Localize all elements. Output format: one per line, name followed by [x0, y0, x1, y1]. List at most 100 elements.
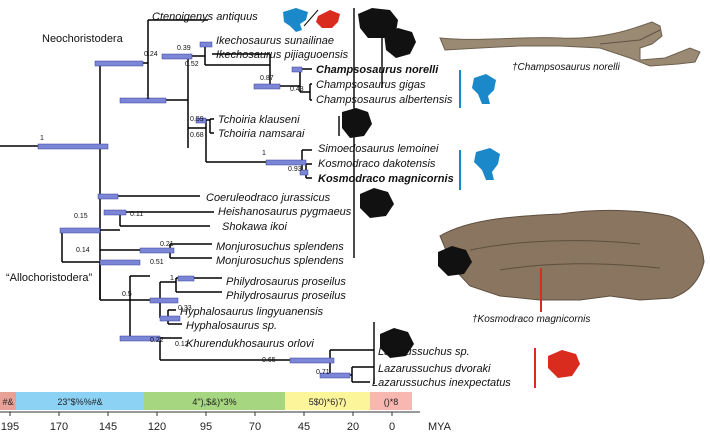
support-value: 0.24 — [144, 51, 158, 58]
asia-map-icon — [438, 246, 472, 276]
period-label: 5$0)*6)7) — [309, 397, 347, 407]
support-value: 0.21 — [160, 241, 174, 248]
hpd-bar — [291, 66, 303, 73]
clade-label-neochoristodera: Neochoristodera — [42, 33, 124, 45]
hpd-bar — [94, 60, 144, 67]
clade-label-allochoristodera: “Allochoristodera” — [6, 272, 93, 284]
period-label: #& — [2, 397, 13, 407]
hpd-bar — [103, 209, 127, 216]
support-value: 0.59 — [190, 116, 204, 123]
support-value: 0.33 — [178, 305, 192, 312]
hpd-bar — [139, 247, 175, 254]
hpd-bar — [159, 315, 181, 322]
taxon-label: Monjurosuchus splendens — [216, 241, 344, 253]
taxon-label: Lazarussuchus dvoraki — [378, 363, 491, 375]
period-label: 23"$%%#& — [57, 397, 102, 407]
divider-slash — [303, 9, 319, 27]
kosmodraco-fossil-photo — [439, 209, 705, 312]
hpd-bar — [99, 259, 141, 266]
taxon-label: Lazarussuchus sp. — [378, 346, 470, 358]
asia-map-icon — [342, 108, 372, 138]
asia-map-icon — [380, 328, 414, 358]
taxon-label: Kosmodraco magnicornis — [318, 173, 454, 185]
support-value: 0.5 — [122, 291, 132, 298]
taxon-label: Kosmodraco dakotensis — [318, 158, 436, 170]
period-band — [285, 392, 370, 410]
north-america-map-icon — [474, 148, 500, 180]
hpd-bars — [37, 41, 351, 379]
hpd-bar — [195, 117, 207, 124]
period-label: 4"),$&)*3% — [192, 397, 236, 407]
axis-tick-label: 145 — [99, 421, 117, 433]
support-value: 0.12 — [175, 341, 189, 348]
hpd-bar — [97, 193, 119, 200]
taxon-label: Ikechosaurus pijiaguoensis — [216, 49, 349, 61]
kosmodraco-fossil-caption: †Kosmodraco magnicornis — [472, 314, 590, 325]
axis-tick-label: 170 — [50, 421, 68, 433]
support-value: 0.87 — [260, 75, 274, 82]
asia-map-icon — [360, 188, 394, 218]
taxon-label: Coeruleodraco jurassicus — [206, 192, 331, 204]
hpd-bar — [37, 143, 109, 150]
taxon-label: Champsosaurus albertensis — [316, 94, 453, 106]
taxon-label: Philydrosaurus proseilus — [226, 276, 346, 288]
taxon-label: Ctenoigenys antiquus — [152, 11, 258, 23]
taxon-label: Hyphalosaurus sp. — [186, 320, 277, 332]
axis-tick-label: 95 — [200, 421, 212, 433]
taxon-label: Heishanosaurus pygmaeus — [218, 206, 352, 218]
hpd-bar — [199, 41, 213, 48]
support-value: 0.11 — [130, 211, 143, 218]
axis-tick-label: 120 — [148, 421, 166, 433]
support-value: 0.43 — [290, 86, 304, 93]
hpd-bar — [161, 53, 193, 60]
axis-tick-label: 20 — [347, 421, 359, 433]
axis-tick-label: 45 — [298, 421, 310, 433]
period-band — [16, 392, 144, 410]
support-value: 0.52 — [185, 61, 199, 68]
period-label: ()*8 — [384, 397, 399, 407]
europe-map-icon — [316, 10, 340, 28]
time-axis: 195 170 145 120 95 70 45 20 0 MYA — [0, 411, 452, 433]
axis-tick-label: 70 — [249, 421, 261, 433]
hpd-bar — [119, 97, 167, 104]
support-value: 0.39 — [177, 45, 191, 52]
hpd-bar — [319, 372, 351, 379]
taxon-label: Hyphalosaurus lingyuanensis — [180, 306, 324, 318]
period-band — [370, 392, 412, 410]
support-value: 0.93 — [288, 166, 302, 173]
period-band — [144, 392, 285, 410]
support-value: 1 — [262, 150, 266, 157]
europe-map-icon — [548, 350, 580, 378]
support-value: 0.14 — [76, 247, 90, 254]
champsosaurus-fossil-caption: †Champsosaurus norelli — [512, 62, 621, 73]
hpd-bar — [59, 227, 101, 234]
axis-tick-label: 195 — [1, 421, 19, 433]
taxon-label: Shokawa ikoi — [222, 221, 287, 233]
taxon-label: Khurendukhosaurus orlovi — [186, 338, 314, 350]
taxon-label: Philydrosaurus proseilus — [226, 290, 346, 302]
axis-tick-label: 0 — [389, 421, 395, 433]
champsosaurus-fossil-photo — [439, 21, 701, 67]
taxon-label: Simoedosaurus lemoinei — [318, 143, 439, 155]
taxon-label: Tchoiria namsarai — [218, 128, 305, 140]
axis-unit-label: MYA — [428, 421, 452, 433]
geologic-timescale: #& 23"$%%#& 4"),$&)*3% 5$0)*6)7) ()*8 — [0, 392, 412, 410]
taxon-label: Champsosaurus gigas — [316, 79, 426, 91]
period-band — [0, 392, 16, 410]
hpd-bar — [265, 159, 307, 166]
north-america-map-icon — [283, 8, 308, 32]
support-value: 0.65 — [262, 357, 276, 364]
hpd-bar — [149, 297, 179, 304]
hpd-bar — [253, 83, 281, 90]
taxon-label: Tchoiria klauseni — [218, 114, 300, 126]
hpd-bar — [289, 357, 335, 364]
support-value: 0.51 — [150, 259, 164, 266]
support-value: 0.68 — [190, 132, 204, 139]
support-value: 1 — [170, 275, 174, 282]
support-value: 0.22 — [150, 337, 164, 344]
support-value: 1 — [40, 135, 44, 142]
support-value: 1 — [146, 94, 150, 101]
